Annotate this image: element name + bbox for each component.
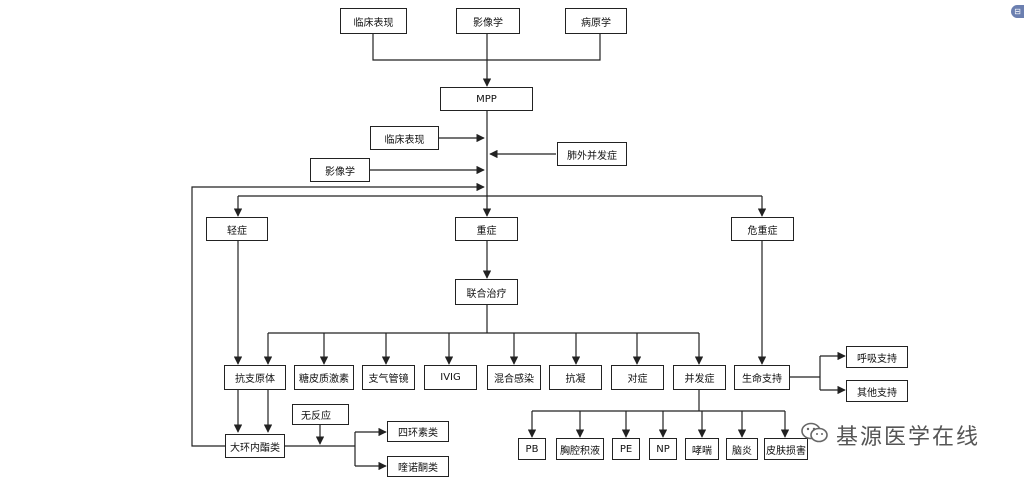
watermark: 基源医学在线 xyxy=(800,418,980,452)
side-panel-button[interactable]: ⊟ xyxy=(1011,5,1024,18)
watermark-text: 基源医学在线 xyxy=(836,425,981,450)
node-combined-therapy[interactable]: 联合治疗 xyxy=(455,279,518,305)
node-coinfection[interactable]: 混合感染 xyxy=(487,365,541,390)
node-mid-clinical[interactable]: 临床表现 xyxy=(370,126,439,150)
node-antimycoplasma[interactable]: 抗支原体 xyxy=(224,365,286,390)
node-tetracycline[interactable]: 四环素类 xyxy=(387,421,449,442)
node-critical[interactable]: 危重症 xyxy=(731,217,794,241)
node-complication[interactable]: 并发症 xyxy=(673,365,726,390)
node-mild[interactable]: 轻症 xyxy=(206,217,268,241)
node-pb[interactable]: PB xyxy=(518,438,546,460)
node-pleural-effusion[interactable]: 胸腔积液 xyxy=(556,438,604,460)
node-mpp[interactable]: MPP xyxy=(440,87,533,111)
node-symptomatic[interactable]: 对症 xyxy=(611,365,664,390)
node-life-support[interactable]: 生命支持 xyxy=(734,365,790,390)
node-anticoagulation[interactable]: 抗凝 xyxy=(549,365,602,390)
wechat-icon xyxy=(800,421,830,449)
node-quinolone[interactable]: 喹诺酮类 xyxy=(387,456,449,477)
node-mid-imaging[interactable]: 影像学 xyxy=(310,158,370,182)
node-top-clinical[interactable]: 临床表现 xyxy=(340,8,407,34)
node-asthma[interactable]: 哮喘 xyxy=(685,438,719,460)
node-other-support[interactable]: 其他支持 xyxy=(846,380,908,402)
node-pe[interactable]: PE xyxy=(612,438,640,460)
node-steroid[interactable]: 糖皮质激素 xyxy=(294,365,354,390)
node-np[interactable]: NP xyxy=(649,438,677,460)
node-ivig[interactable]: IVIG xyxy=(424,365,477,390)
node-top-imaging[interactable]: 影像学 xyxy=(456,8,520,34)
node-bronchoscopy[interactable]: 支气管镜 xyxy=(362,365,415,390)
node-top-etiology[interactable]: 病原学 xyxy=(565,8,627,34)
node-respiratory-support[interactable]: 呼吸支持 xyxy=(846,346,908,368)
node-encephalitis[interactable]: 脑炎 xyxy=(726,438,758,460)
node-extrapulmonary[interactable]: 肺外并发症 xyxy=(557,142,627,166)
node-skin-damage[interactable]: 皮肤损害 xyxy=(764,438,808,460)
node-no-response[interactable]: 无反应 xyxy=(292,404,349,425)
node-macrolide[interactable]: 大环内酯类 xyxy=(225,434,285,458)
node-severe[interactable]: 重症 xyxy=(455,217,518,241)
